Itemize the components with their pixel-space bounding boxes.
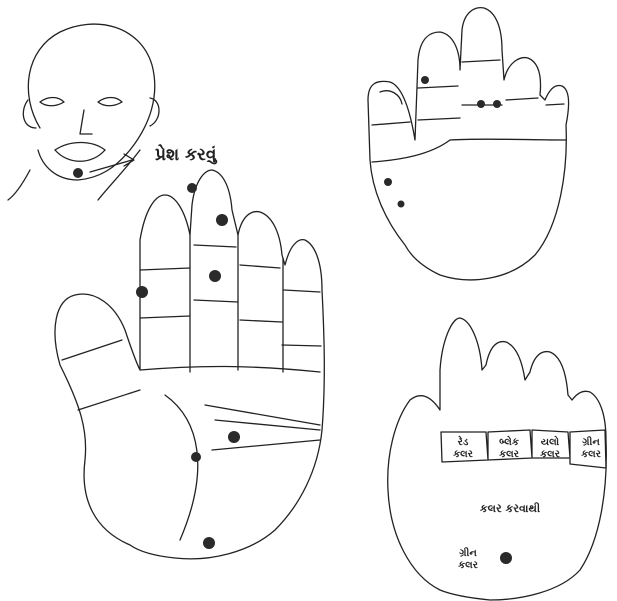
large-finger-divider [140,366,320,372]
large-little-seg2 [282,345,321,346]
upper-lip [55,143,105,151]
bottom-label-line2: કલર [458,560,479,571]
back-point-1 [421,76,429,84]
back-point-5 [398,201,405,208]
press-label: પ્રેશ કરવું [155,143,217,165]
back-seg-6 [506,98,538,100]
large-ring-seg2 [240,320,282,322]
lower-lip [55,150,105,161]
green-label-line1: ગ્રીન [582,435,600,448]
large-little-seg1 [284,290,320,292]
chin-point [73,168,83,178]
nose [80,110,92,134]
back-seg-4 [462,60,500,62]
large-point-4 [136,286,148,298]
large-middle-seg1 [194,245,236,247]
back-seg-1 [372,122,410,125]
large-life-line [165,395,198,540]
large-palm-line-1 [205,405,320,425]
yellow-label-line1: યલો [541,434,560,448]
bottom-green-label: ગ્રીન કલર [458,546,479,571]
press-arrow [90,160,132,172]
large-thumb-seg [62,340,122,360]
neck-right [98,150,140,200]
back-point-2 [477,100,485,108]
finger-label-red: રેડ કલર [453,434,474,460]
back-hand-knuckle-line [372,139,566,162]
back-point-3 [493,100,501,108]
large-palm-line-2 [215,420,320,430]
back-seg-3 [418,118,460,120]
large-index-seg1 [140,268,190,270]
black-label-line2: કલર [499,449,520,460]
large-point-2 [216,214,228,226]
neck-left [8,170,30,200]
large-palm-line-3 [212,440,320,450]
palm-label: કલર કરવાથી [480,501,540,515]
finger-label-green: ગ્રીન કલર [581,435,602,460]
face-outline [28,24,154,180]
yellow-label-line2: કલર [540,449,561,460]
color-hand: રેડ કલર બ્લેક કલર યલો કલર ગ્રીન કલર કલર … [388,318,607,600]
right-eye [98,98,122,106]
left-eye [40,98,64,106]
black-label-line1: બ્લેક [499,434,519,448]
large-ring-seg1 [240,265,280,268]
large-point-6 [191,452,201,462]
back-hand-outline [368,8,569,280]
back-thumb-nail [380,91,402,104]
large-point-7 [203,537,215,549]
back-seg-2 [418,86,458,88]
back-hand [368,8,569,280]
bottom-label-line1: ગ્રીન [459,546,477,559]
red-label-line1: રેડ [458,434,469,448]
large-middle-seg2 [194,300,238,302]
large-point-5 [228,431,240,443]
finger-label-black: બ્લેક કલર [499,434,520,460]
back-point-4 [384,178,392,186]
back-seg-7 [546,104,564,105]
large-hand [55,170,324,559]
large-thumb-base [78,390,140,410]
green-label-line2: કલર [581,449,602,460]
large-point-1 [187,183,197,193]
face-illustration: પ્રેશ કરવું [8,24,217,200]
red-label-line2: કલર [453,449,474,460]
large-index-seg2 [140,316,190,318]
finger-label-yellow: યલો કલર [540,434,561,460]
large-point-3 [209,270,221,282]
color-hand-point [500,552,512,564]
